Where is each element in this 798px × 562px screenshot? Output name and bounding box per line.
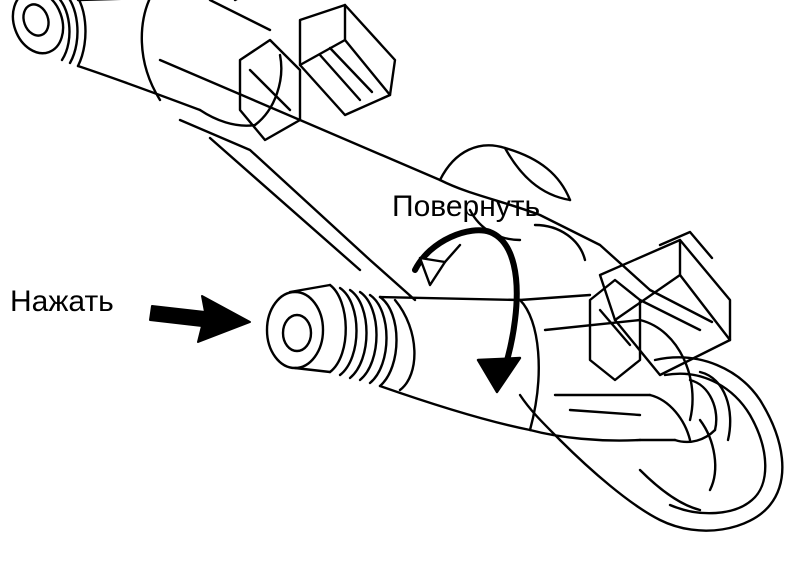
main-injector [265,230,732,444]
press-label: Нажать [10,285,114,318]
fuel-rail [158,58,784,532]
rotate-arrow-icon [412,227,522,394]
push-arrow-icon [149,295,251,343]
upper-injector [11,0,397,142]
turn-label: Повернуть [392,190,541,223]
